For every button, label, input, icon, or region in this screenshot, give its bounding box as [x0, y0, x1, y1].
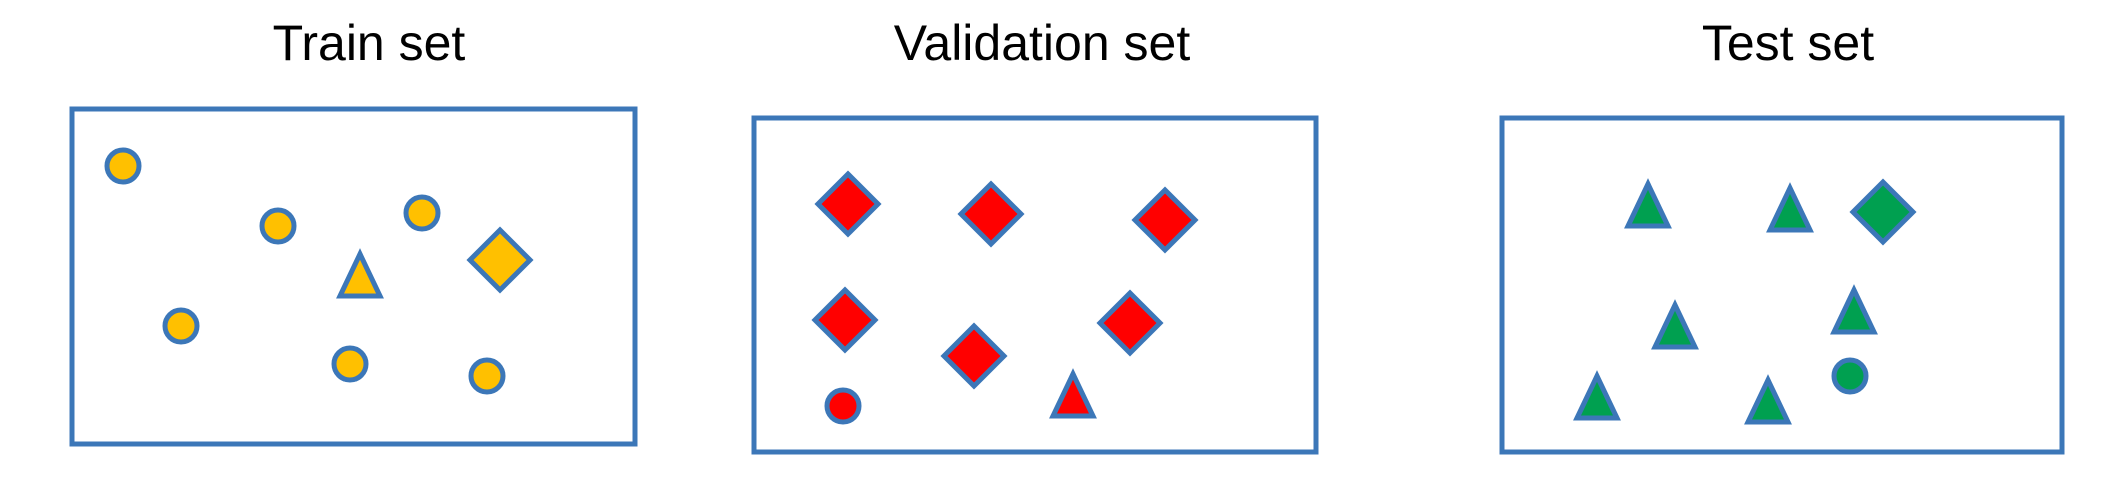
- triangle-sample: [1744, 374, 1792, 425]
- diamond-sample: [1096, 289, 1164, 357]
- triangle-sample: [1049, 368, 1097, 419]
- diamond-sample: [1849, 178, 1917, 246]
- test-set-title: Test set: [1701, 15, 1875, 71]
- diamond-sample: [957, 180, 1025, 248]
- circle-sample: [1831, 357, 1869, 395]
- circle-sample: [468, 357, 506, 395]
- diamond-sample: [814, 170, 882, 238]
- circle-sample: [259, 207, 297, 245]
- triangle-sample: [1624, 178, 1672, 229]
- triangle-sample: [1830, 284, 1878, 335]
- train-set-panel: [69, 106, 638, 447]
- circle-sample: [331, 345, 369, 383]
- circle-sample: [403, 194, 441, 232]
- train-set-title: Train set: [272, 15, 466, 71]
- diamond-sample: [811, 286, 879, 354]
- validation-set-box: [751, 115, 1319, 455]
- triangle-sample: [336, 248, 384, 299]
- circle-sample: [824, 387, 862, 425]
- test-set-box: [1499, 115, 2065, 455]
- circle-sample: [162, 307, 200, 345]
- validation-set-panel: [751, 115, 1319, 455]
- diamond-sample: [940, 322, 1008, 390]
- triangle-sample: [1651, 299, 1699, 350]
- train-set-box: [69, 106, 638, 447]
- validation-set-title: Validation set: [893, 15, 1191, 71]
- triangle-sample: [1573, 370, 1621, 421]
- diamond-sample: [1131, 186, 1199, 254]
- test-set-panel: [1499, 115, 2065, 455]
- diamond-sample: [466, 226, 534, 294]
- triangle-sample: [1766, 182, 1814, 233]
- circle-sample: [104, 147, 142, 185]
